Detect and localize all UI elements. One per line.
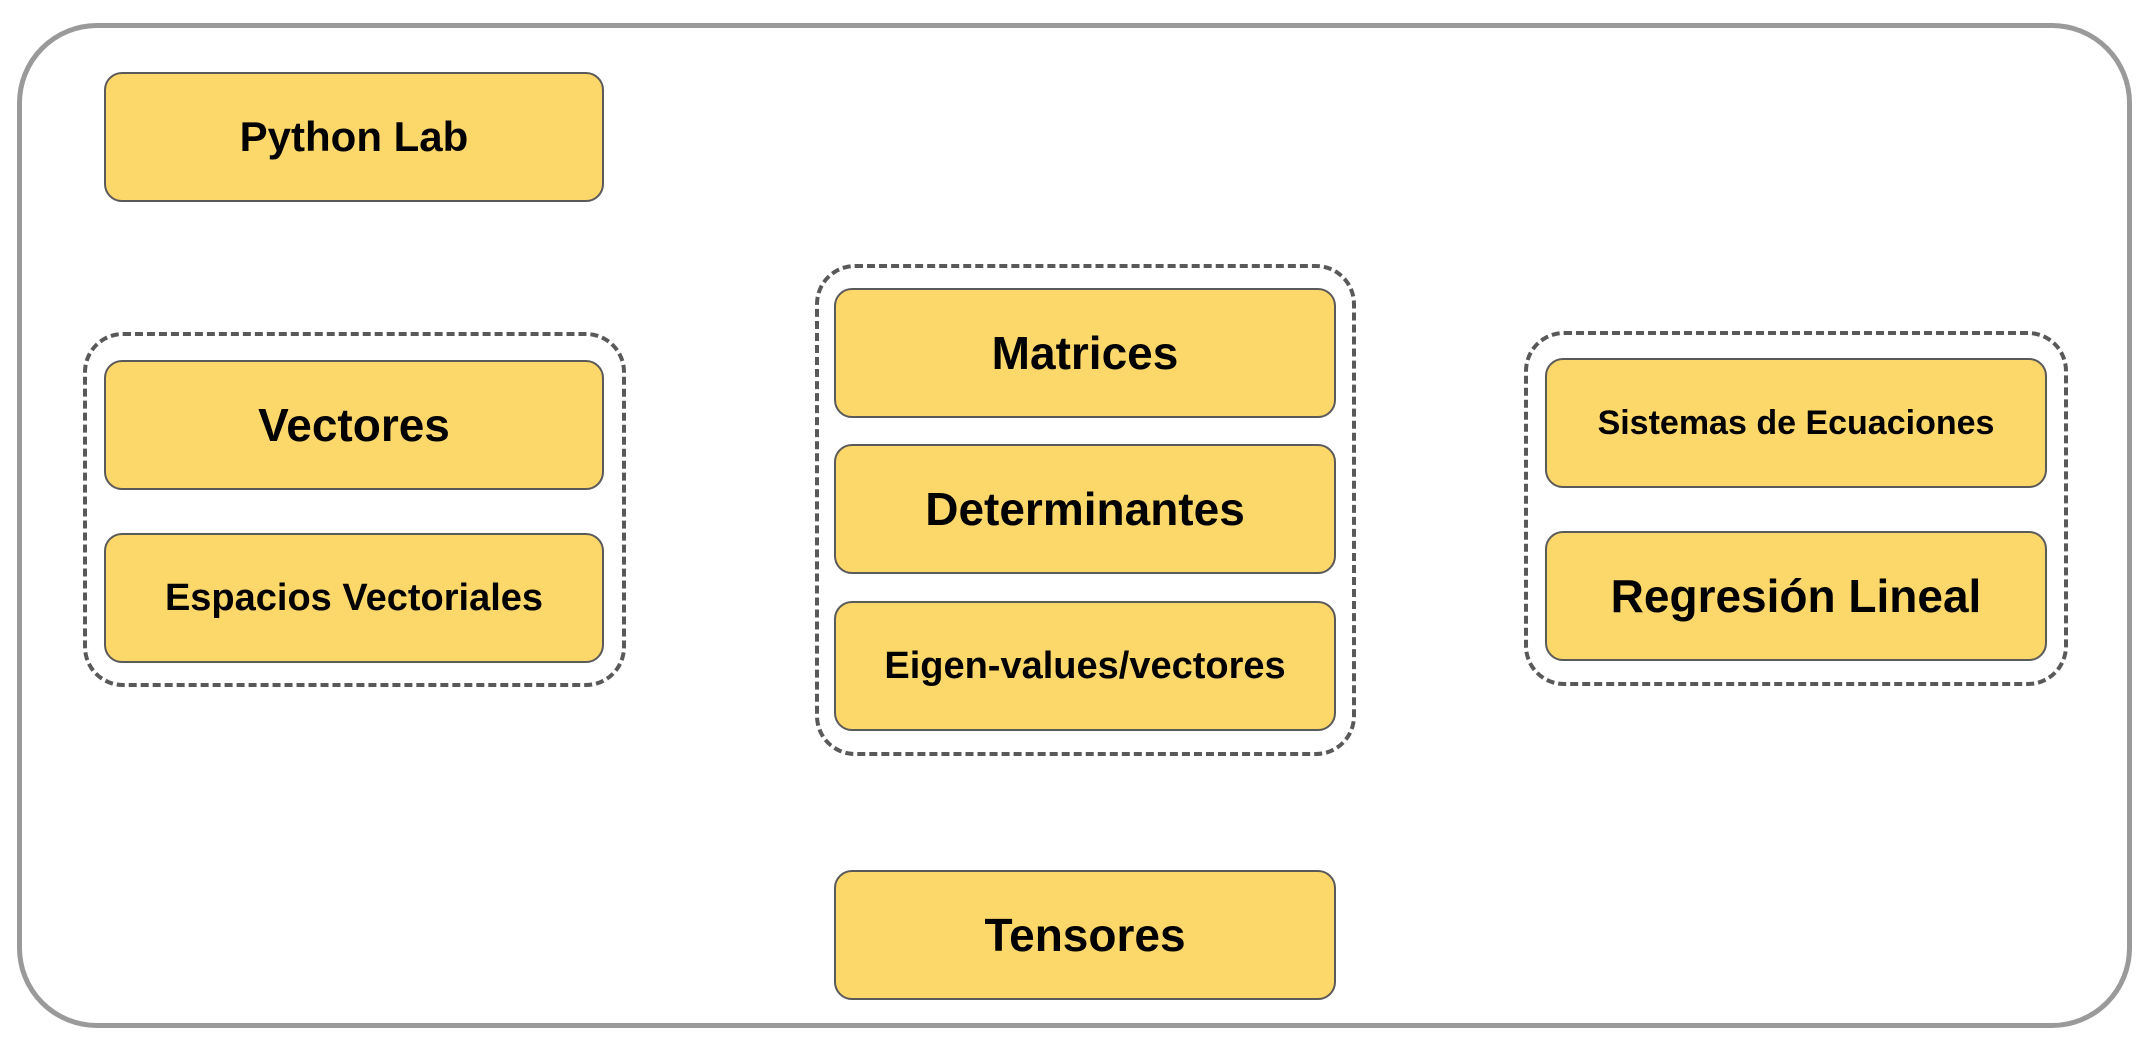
eigen-values-vectores-box: Eigen-values/vectores [834,601,1336,731]
left-topic-group [83,332,626,687]
determinantes-label: Determinantes [925,483,1245,535]
determinantes-box: Determinantes [834,444,1336,574]
python-lab-label: Python Lab [239,113,469,160]
regresion-lineal-box: Regresión Lineal [1545,531,2047,661]
matrices-label: Matrices [991,327,1179,379]
python-lab-box: Python Lab [104,72,604,202]
eigen-values-vectores-label: Eigen-values/vectores [884,644,1286,687]
matrices-box: Matrices [834,288,1336,418]
tensores-label: Tensores [984,909,1186,961]
espacios-vectoriales-label: Espacios Vectoriales [164,576,544,619]
tensores-box: Tensores [834,870,1336,1000]
sistemas-de-ecuaciones-box: Sistemas de Ecuaciones [1545,358,2047,488]
right-topic-group [1524,331,2068,686]
regresion-lineal-label: Regresión Lineal [1610,570,1982,622]
vectores-label: Vectores [258,399,450,451]
vectores-box: Vectores [104,360,604,490]
espacios-vectoriales-box: Espacios Vectoriales [104,533,604,663]
center-topic-group [815,264,1356,756]
sistemas-de-ecuaciones-label: Sistemas de Ecuaciones [1597,403,1995,442]
